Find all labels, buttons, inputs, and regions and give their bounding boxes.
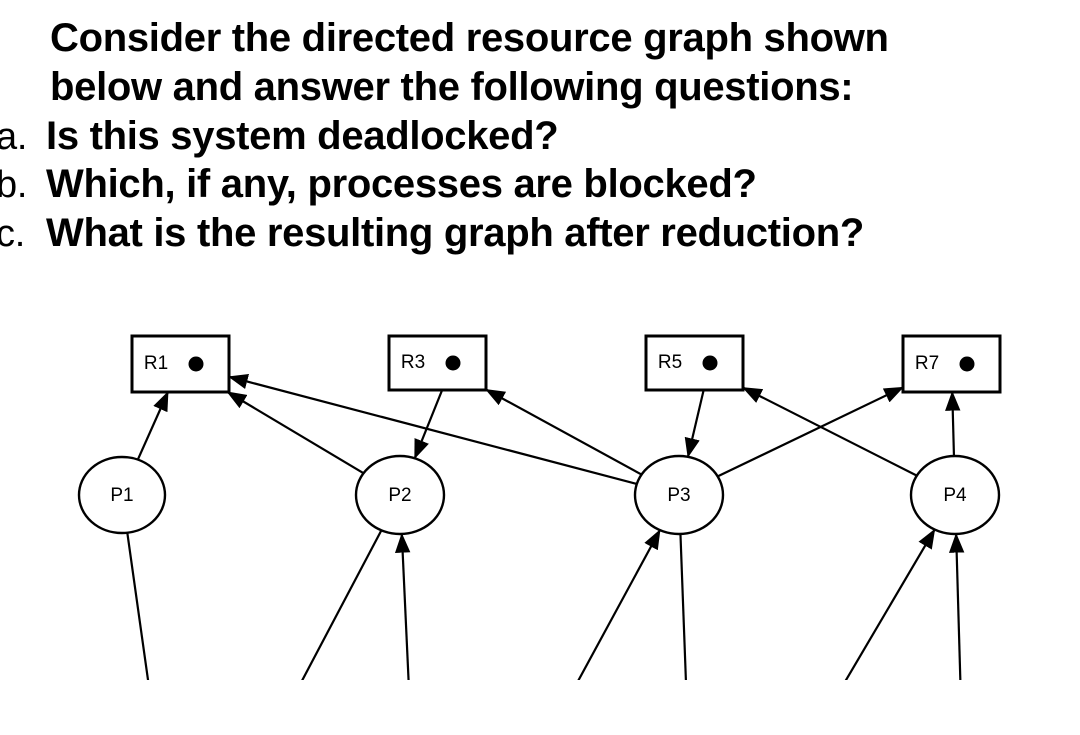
resource-box-r5 bbox=[644, 334, 745, 392]
question-intro-line-1: Consider the directed resource graph sho… bbox=[50, 16, 889, 60]
edge-p3-to-r6 bbox=[679, 533, 687, 680]
edge-p2-to-r2 bbox=[301, 529, 383, 680]
edge-layer bbox=[126, 362, 965, 680]
resource-allocation-graph: R1R2R3R4R5R6R7R8P1P2P3P4 bbox=[0, 300, 1080, 680]
process-ellipse-p4 bbox=[909, 454, 1001, 536]
node-layer: R1R2R3R4R5R6R7R8P1P2P3P4 bbox=[77, 334, 1002, 536]
process-ellipse-p1 bbox=[77, 455, 167, 535]
question-marker-c: c. bbox=[0, 213, 25, 256]
process-label-p2: P2 bbox=[388, 485, 411, 506]
edge-p3-to-r1 bbox=[227, 374, 638, 485]
edge-r4-to-p3 bbox=[577, 529, 661, 680]
edge-r8-to-p4 bbox=[948, 532, 965, 680]
unit-dot bbox=[702, 355, 718, 371]
resource-box-r1 bbox=[130, 334, 231, 394]
question-marker-b: b. bbox=[0, 164, 28, 207]
resource-node-r3: R3 bbox=[387, 334, 488, 392]
edge-r4-to-p2 bbox=[394, 532, 411, 680]
edge-p1-to-r1 bbox=[136, 390, 170, 461]
question-intro-line-2: below and answer the following questions… bbox=[50, 64, 854, 109]
unit-dot bbox=[188, 356, 204, 372]
resource-label-r1: R1 bbox=[144, 353, 168, 374]
process-label-p1: P1 bbox=[110, 485, 133, 506]
resource-label-r7: R7 bbox=[915, 353, 939, 374]
unit-dot bbox=[445, 355, 461, 371]
resource-box-r7 bbox=[901, 334, 1002, 394]
question-item-c: c. What is the resulting graph after red… bbox=[0, 209, 1080, 258]
question-item-b: b. Which, if any, processes are blocked? bbox=[0, 160, 1080, 209]
edge-p4-to-r7 bbox=[945, 390, 961, 457]
question-intro: Consider the directed resource graph sho… bbox=[0, 14, 1080, 112]
process-label-p4: P4 bbox=[943, 485, 967, 506]
resource-label-r3: R3 bbox=[401, 352, 425, 373]
edge-r6-to-p4 bbox=[844, 528, 936, 680]
process-node-p3: P3 bbox=[633, 454, 725, 536]
process-node-p2: P2 bbox=[354, 454, 446, 536]
edge-p3-to-r7 bbox=[717, 386, 904, 478]
process-ellipse-p3 bbox=[633, 454, 725, 536]
question-block: Consider the directed resource graph sho… bbox=[0, 0, 1080, 258]
resource-graph-canvas: R1R2R3R4R5R6R7R8P1P2P3P4 bbox=[77, 334, 1002, 680]
process-node-p1: P1 bbox=[77, 455, 167, 535]
process-node-p4: P4 bbox=[909, 454, 1001, 536]
resource-node-r5: R5 bbox=[644, 334, 745, 392]
edge-p1-to-r2 bbox=[126, 532, 150, 680]
resource-node-r7: R7 bbox=[901, 334, 1002, 394]
question-text-c: What is the resulting graph after reduct… bbox=[46, 211, 864, 256]
process-ellipse-p2 bbox=[354, 454, 446, 536]
edge-p2-to-r1 bbox=[226, 391, 365, 475]
unit-dot bbox=[959, 356, 975, 372]
question-item-a: a. Is this system deadlocked? bbox=[0, 112, 1080, 161]
edge-p4-to-r5 bbox=[742, 386, 918, 477]
edge-p3-to-r3 bbox=[485, 388, 643, 476]
resource-node-r1: R1 bbox=[130, 334, 231, 394]
resource-box-r3 bbox=[387, 334, 488, 392]
question-text-b: Which, if any, processes are blocked? bbox=[46, 162, 757, 207]
resource-label-r5: R5 bbox=[658, 352, 682, 373]
process-label-p3: P3 bbox=[667, 485, 690, 506]
question-list: a. Is this system deadlocked? b. Which, … bbox=[0, 112, 1080, 258]
question-marker-a: a. bbox=[0, 115, 28, 158]
question-text-a: Is this system deadlocked? bbox=[46, 113, 559, 158]
